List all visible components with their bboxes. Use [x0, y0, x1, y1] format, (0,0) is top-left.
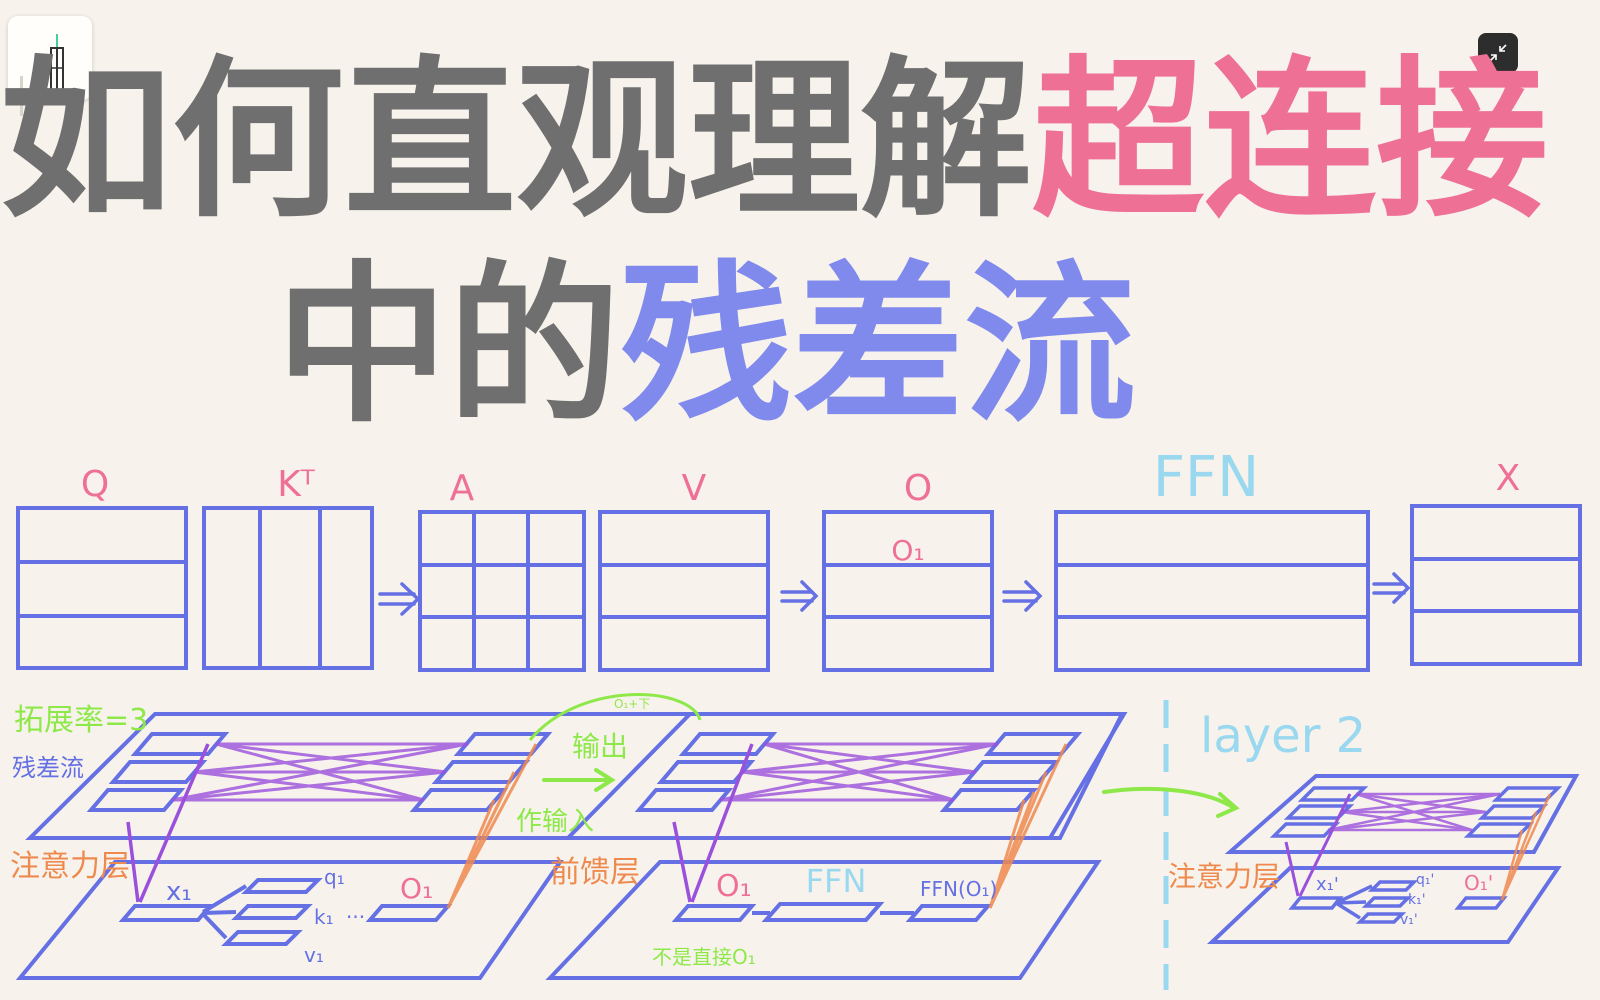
layer2-k1-label: k₁' [1408, 892, 1426, 908]
title-highlight-residual-stream: 残差流 [620, 245, 1136, 446]
x1-token-label: x₁ [166, 877, 192, 907]
residual-stream-label: 残差流 [12, 754, 84, 782]
pen-icon [50, 34, 64, 91]
title-grey-part: 如何直观理解 [0, 40, 1032, 241]
arrow-icon [1372, 572, 1411, 604]
ffn-o1-token-label: O₁ [716, 869, 752, 904]
o-label: O [904, 468, 932, 509]
arrow-icon [1002, 580, 1043, 612]
title-line-1: 如何直观理解超连接 [0, 55, 1548, 227]
a-matrix [418, 510, 586, 672]
not-direct-o1-label: 不是直接O₁ [652, 945, 756, 969]
arrow-icon [780, 580, 819, 612]
title-line-2: 中的残差流 [276, 260, 1136, 432]
o1-row-label: O₁ [891, 534, 924, 567]
v-label: V [682, 468, 707, 509]
layer2-o1-label: O₁' [1464, 871, 1493, 895]
a-label: A [450, 468, 475, 509]
collapse-arrows-icon [1489, 44, 1507, 62]
ffn-matrix [1054, 510, 1370, 672]
x-matrix [1410, 504, 1582, 666]
layer2-label: layer 2 [1200, 708, 1366, 764]
output-label: 输出 [572, 730, 628, 763]
ffn-layer-label: 前馈层 [550, 855, 640, 890]
as-input-label: 作输入 [516, 807, 594, 837]
q1-label: q₁ [324, 865, 345, 889]
ffn-label: FFN [1153, 445, 1259, 510]
o1-token-label: O₁ [400, 872, 433, 905]
ellipsis-label: ··· [346, 905, 365, 929]
q-label: Q [81, 464, 109, 505]
expansion-rate-label: 拓展率=3 [14, 703, 148, 738]
v-matrix [598, 510, 770, 672]
v1-label: v₁ [304, 943, 324, 967]
x-label: X [1496, 458, 1521, 499]
title-grey-part-2: 中的 [276, 245, 620, 446]
layer2-attention-label: 注意力层 [1168, 860, 1280, 893]
attention-layer-label: 注意力层 [10, 849, 130, 884]
output-note-label: O₁+下 [614, 697, 650, 711]
ffn-layer-diagram: 输出 O₁+下 作输入 前馈层 O₁ FFN FFN(O₁) 不是直接O₁ [516, 693, 1128, 980]
pen-tool-thumbnail[interactable] [8, 16, 92, 116]
q-matrix [16, 506, 188, 670]
k1-label: k₁ [314, 905, 334, 929]
ffn-o1-output-label: FFN(O₁) [920, 877, 997, 901]
ffn-block-label: FFN [806, 862, 867, 900]
layer2-v1-label: v₁' [1400, 912, 1418, 928]
layer2-x1-label: x₁' [1316, 874, 1339, 895]
kt-label: Kᵀ [277, 464, 315, 505]
layer2-q1-label: q₁' [1416, 872, 1434, 888]
collapse-button[interactable] [1478, 33, 1518, 73]
title-highlight-hyperconnection: 超连接 [1032, 40, 1548, 241]
layer2-diagram: layer 2 [1102, 700, 1580, 990]
arrow-icon [378, 582, 421, 616]
kt-matrix [202, 506, 374, 670]
o-matrix [822, 510, 994, 672]
